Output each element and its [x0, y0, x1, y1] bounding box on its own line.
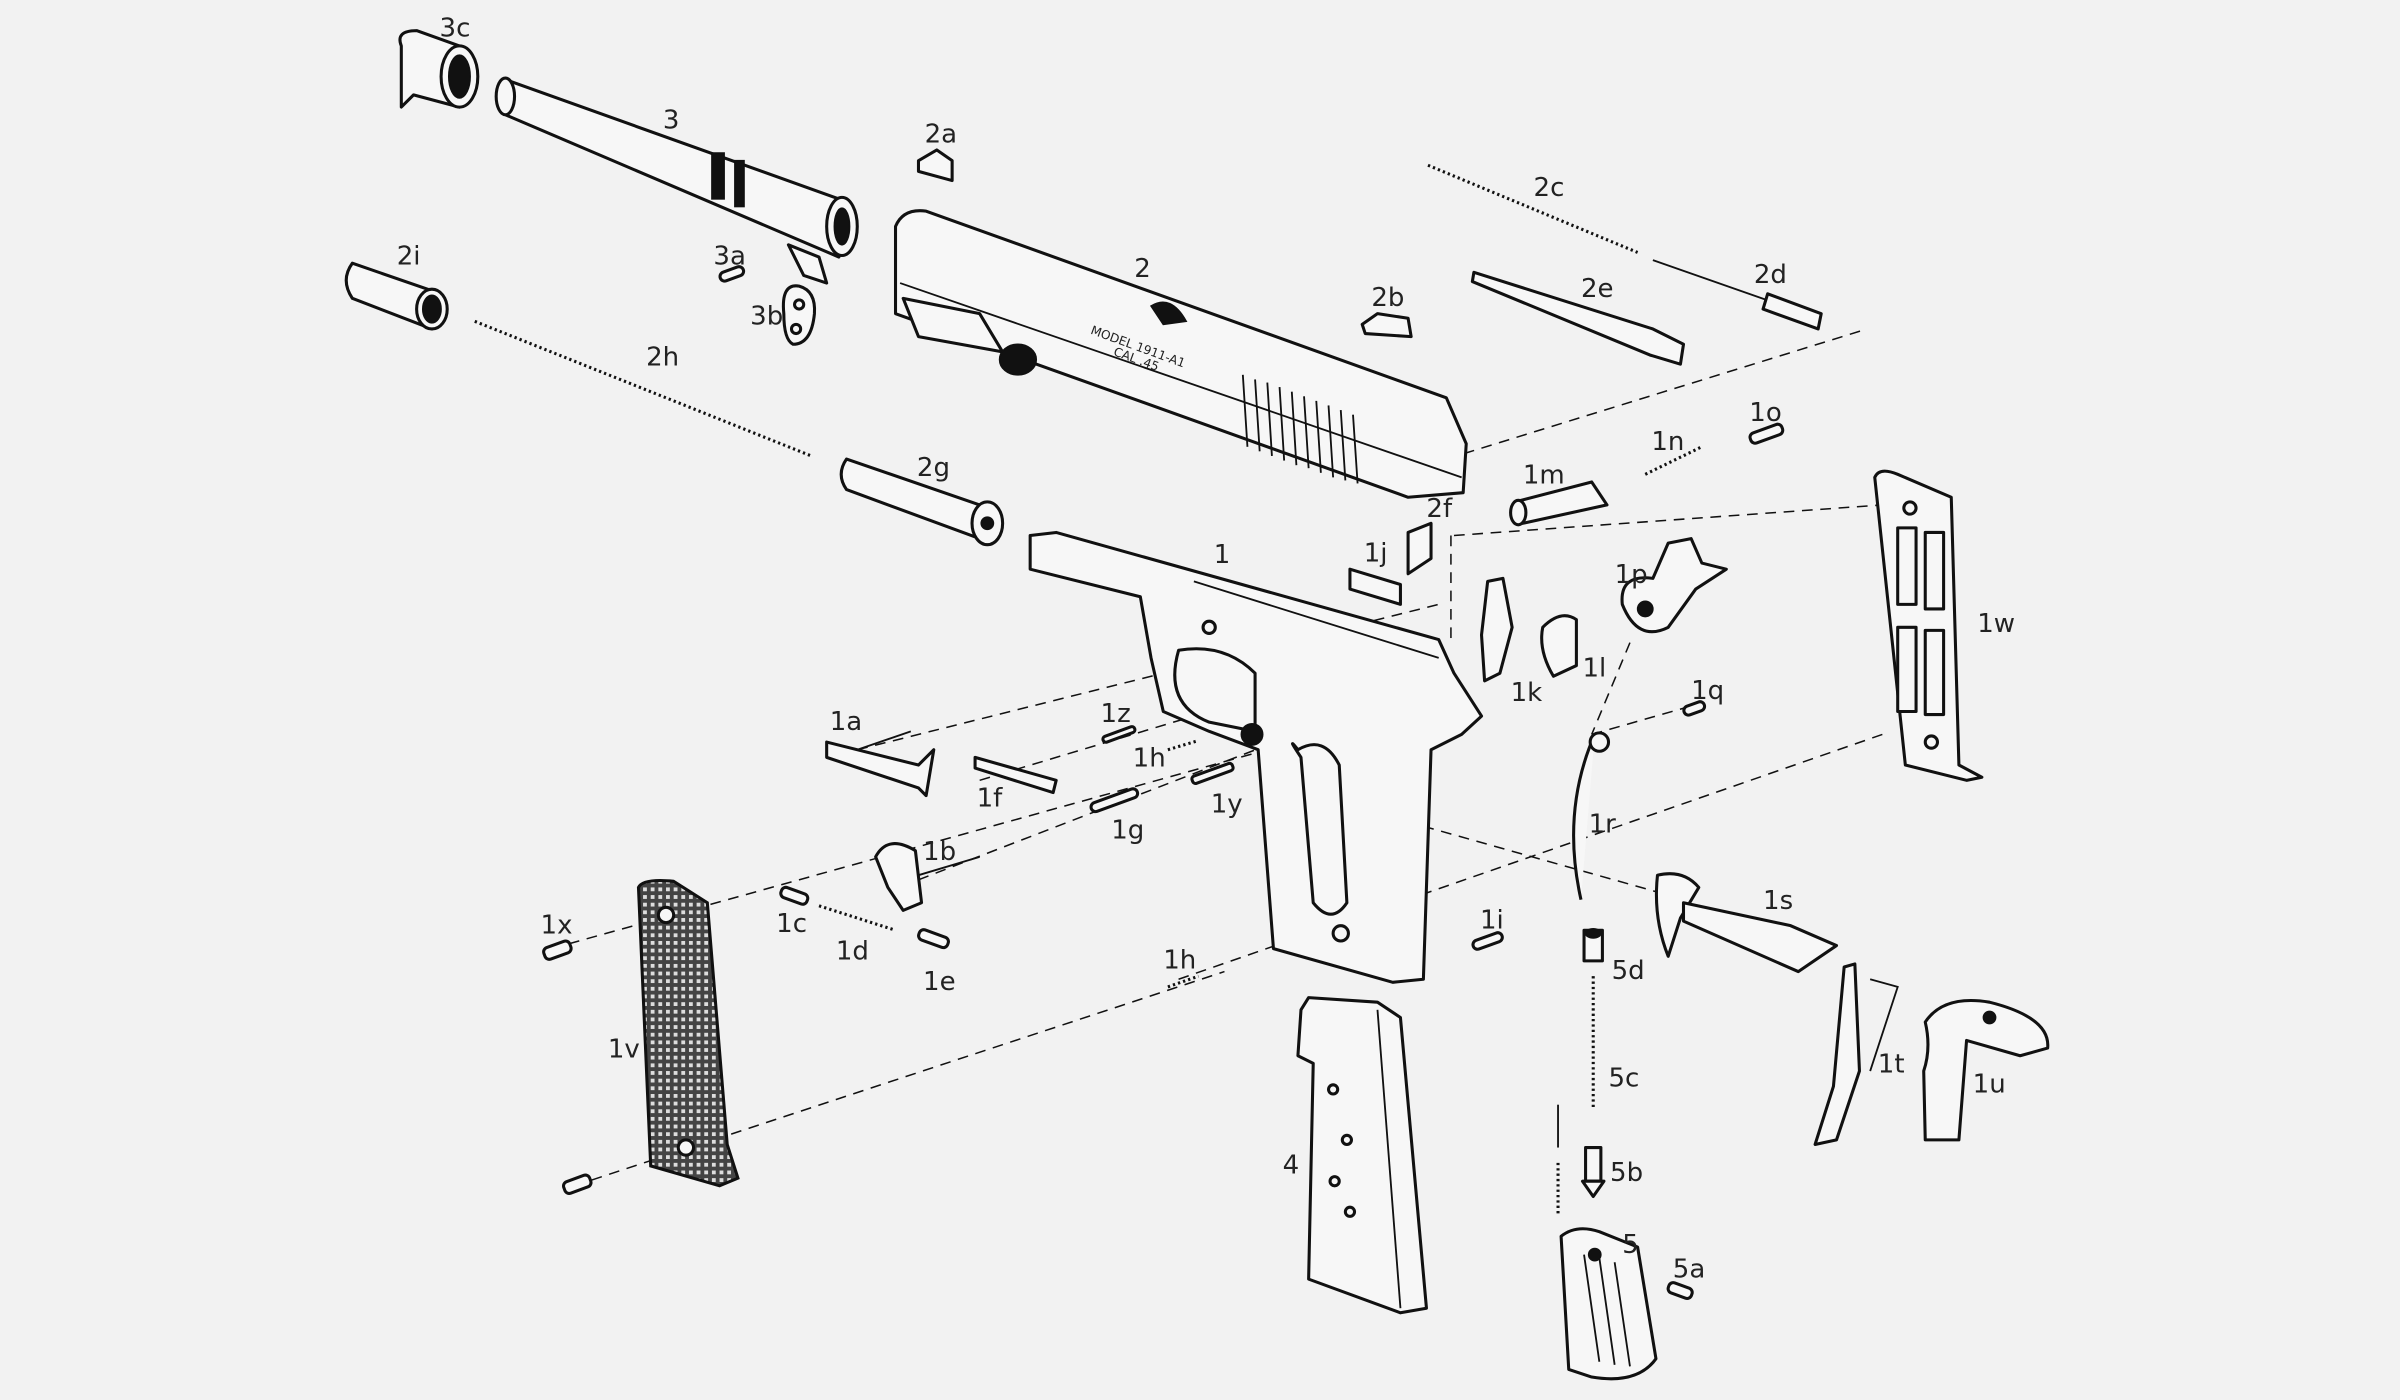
label-5d: 5d: [1612, 956, 1645, 986]
part-2h-recoil-spring: [474, 319, 812, 458]
label-5b: 5b: [1610, 1158, 1643, 1188]
part-1i-pin: [1471, 931, 1504, 951]
part-4-magazine: [1296, 996, 1428, 1315]
label-1z: 1z: [1101, 699, 1131, 729]
part-1f-mainspring-housing-pin: [973, 755, 1058, 795]
part-2b-rear-sight: [1360, 312, 1413, 339]
part-1r-sear-spring: [1572, 731, 1611, 901]
label-5: 5: [1622, 1230, 1639, 1260]
label-1w: 1w: [1977, 609, 2015, 639]
part-1t-sear-spring: [1813, 962, 1899, 1147]
part-1w-right-grip-panel: [1873, 469, 1984, 782]
part-2g-recoil-spring-guide: [839, 457, 1005, 547]
label-1p: 1p: [1615, 560, 1648, 590]
part-2a-front-sight: [916, 148, 954, 183]
label-2e: 2e: [1581, 274, 1614, 304]
label-1x: 1x: [541, 910, 573, 940]
part-1y-pin: [1190, 761, 1235, 785]
part-1d-plunger-spring: [818, 904, 896, 932]
part-1x-grip-screw-top: [542, 939, 573, 961]
label-1h-bottom: 1h: [1163, 946, 1196, 976]
part-1c-plunger: [779, 885, 810, 906]
part-1e-plunger: [917, 928, 950, 950]
part-1a-slide-stop: [825, 730, 936, 798]
part-2i-recoil-spring-plug: [344, 261, 449, 331]
label-3a: 3a: [713, 242, 745, 272]
part-3-barrel: [494, 76, 859, 285]
part-labels: 3c 3 2a 2c 2 2i 3a 2d 2e 3b 2b 2h 1o 1n …: [397, 14, 2015, 1285]
part-5d-mainspring-cap: [1582, 927, 1604, 963]
part-5b-cap-retainer: [1580, 1146, 1606, 1199]
label-1f: 1f: [977, 783, 1004, 813]
label-1k: 1k: [1511, 678, 1543, 708]
label-2: 2: [1134, 254, 1151, 284]
part-1v-left-grip-panel: [636, 879, 740, 1188]
label-1r: 1r: [1589, 809, 1617, 839]
part-1l-disconnector: [1540, 614, 1578, 678]
part-2c-firing-pin-spring: [1427, 163, 1639, 254]
part-1m-firing-pin-plunger: [1509, 480, 1609, 527]
part-2e-extractor: [1470, 270, 1686, 366]
part-1-frame: [1028, 530, 1484, 984]
label-4: 4: [1283, 1151, 1300, 1181]
label-1v: 1v: [608, 1034, 640, 1064]
part-5-mainspring-housing: [1559, 1227, 1658, 1381]
part-2d-firing-pin: [1652, 259, 1823, 331]
part-3b-barrel-link: [781, 284, 817, 346]
part-1z-pin: [1101, 725, 1137, 744]
part-3c-barrel-bushing: [398, 29, 480, 109]
assembly-lines: [551, 328, 1883, 1187]
part-5a-pin: [1666, 1281, 1694, 1301]
part-1j-ejector: [1348, 567, 1402, 606]
label-1l: 1l: [1583, 653, 1607, 683]
part-1k-sear: [1479, 576, 1514, 683]
part-1o-pin: [1748, 422, 1785, 445]
label-2h: 2h: [646, 343, 679, 373]
label-3: 3: [663, 106, 680, 136]
part-1q-pin: [1682, 700, 1707, 717]
label-2f: 2f: [1426, 494, 1453, 524]
label-3c: 3c: [440, 14, 471, 44]
label-5a: 5a: [1673, 1255, 1705, 1285]
part-1u-grip-safety: [1922, 998, 2050, 1142]
label-2a: 2a: [925, 119, 957, 149]
label-1u: 1u: [1973, 1069, 2006, 1099]
label-1: 1: [1214, 540, 1231, 570]
label-1g: 1g: [1111, 815, 1144, 845]
label-1b: 1b: [923, 837, 956, 867]
part-1g-pin: [1089, 787, 1140, 814]
part-2-slide: MODEL 1911-A1 CAL .45: [893, 209, 1468, 499]
label-1i: 1i: [1480, 906, 1504, 936]
label-1o: 1o: [1749, 398, 1781, 428]
label-1e: 1e: [923, 967, 956, 997]
label-2i: 2i: [397, 242, 421, 272]
label-1a: 1a: [830, 707, 862, 737]
label-3b: 3b: [750, 301, 783, 331]
part-2f-firing-pin-stop: [1406, 521, 1433, 576]
label-1m: 1m: [1523, 460, 1565, 490]
label-1q: 1q: [1691, 676, 1724, 706]
label-1s: 1s: [1763, 886, 1793, 916]
part-1s-trigger: [1654, 872, 1839, 974]
label-2g: 2g: [917, 453, 950, 483]
label-2c: 2c: [1534, 173, 1565, 203]
label-1t: 1t: [1878, 1050, 1905, 1080]
label-5c: 5c: [1609, 1063, 1640, 1093]
label-2b: 2b: [1371, 283, 1404, 313]
label-2d: 2d: [1754, 260, 1787, 290]
part-1x-grip-screw-bottom: [561, 1173, 593, 1195]
part-1b-thumb-safety: [874, 842, 980, 912]
part-3a-link-pin: [718, 265, 746, 283]
part-1p-hammer: [1620, 537, 1728, 634]
label-1d: 1d: [836, 936, 869, 966]
slide-serrations: [1241, 374, 1359, 484]
label-1h-top: 1h: [1133, 744, 1166, 774]
label-1n: 1n: [1651, 427, 1684, 457]
label-1j: 1j: [1364, 539, 1388, 569]
label-1c: 1c: [776, 909, 807, 939]
label-1y: 1y: [1211, 789, 1243, 819]
part-1h-plunger-tube-top: [1167, 739, 1199, 752]
part-1h-plunger-tube-bottom: [1167, 974, 1199, 989]
